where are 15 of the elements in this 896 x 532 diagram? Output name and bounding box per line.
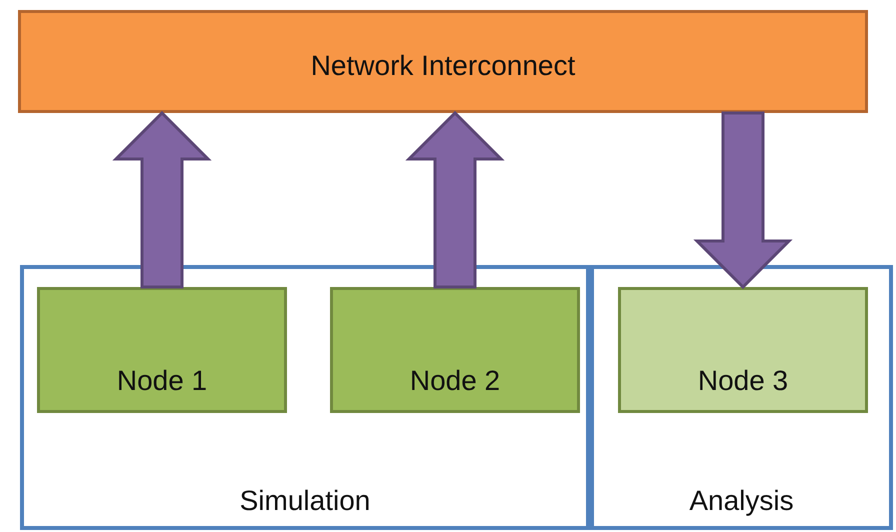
block-arrow — [405, 110, 505, 288]
node-box — [618, 287, 868, 413]
node-label: Network Interconnect — [310, 49, 576, 83]
interconnect-bar — [18, 10, 868, 113]
node-label: Node 1 — [116, 364, 208, 398]
block-arrow — [112, 110, 212, 288]
node-label: Node 3 — [696, 364, 790, 398]
group-panel — [20, 265, 590, 530]
group-label: Analysis — [688, 484, 795, 518]
block-arrow — [693, 112, 793, 290]
node-box — [37, 287, 287, 413]
node-label: Node 2 — [408, 364, 502, 398]
group-label: Simulation — [238, 484, 372, 518]
group-panel — [590, 265, 893, 530]
node-box — [330, 287, 580, 413]
